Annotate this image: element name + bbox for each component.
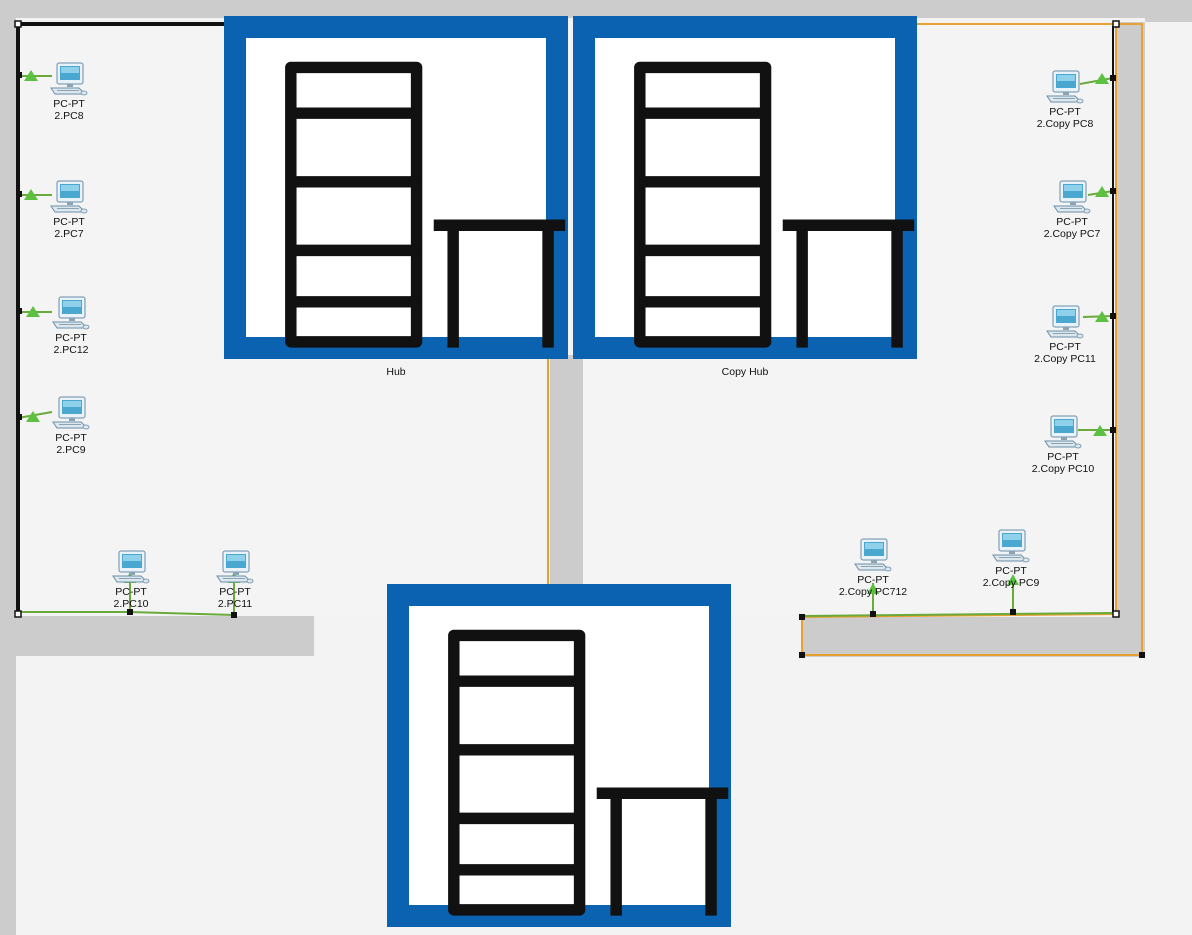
pc-icon <box>51 296 91 332</box>
device-type: PC-PT <box>53 216 85 228</box>
device-name: 2.Copy PC7 <box>1043 228 1101 240</box>
wall-right <box>1117 22 1145 657</box>
cable-endpoint <box>16 191 22 197</box>
device-type: PC-PT <box>53 98 85 110</box>
copy-hub-label: Copy Hub <box>721 366 769 378</box>
ethernet-link <box>801 612 1114 617</box>
hub-icon <box>573 16 917 359</box>
link-up-indicator <box>1095 311 1109 322</box>
hub-device-bottom[interactable] <box>387 584 731 927</box>
device-type: PC-PT <box>219 586 251 598</box>
pc-icon <box>1043 415 1083 451</box>
pc-icon <box>49 62 89 98</box>
wall-right-top <box>1145 0 1192 22</box>
corner-handle <box>1112 20 1120 28</box>
pc-icon <box>111 550 151 586</box>
device-type: PC-PT <box>55 332 87 344</box>
ethernet-link <box>1079 77 1114 85</box>
cable-endpoint <box>1110 313 1116 319</box>
device-name: 2.Copy PC11 <box>1034 353 1096 365</box>
device-name: 2.Copy PC10 <box>1031 463 1095 475</box>
device-name: 2.PC7 <box>54 228 84 240</box>
cable-endpoint <box>1110 427 1116 433</box>
pc-icon <box>215 550 255 586</box>
device-name: 2.PC11 <box>217 598 253 610</box>
corner-handle <box>14 20 22 28</box>
cable-endpoint <box>16 308 22 314</box>
device-type: PC-PT <box>115 586 147 598</box>
wall-right-bottom <box>802 617 1122 657</box>
link-up-indicator <box>1093 425 1107 436</box>
device-name: 2.PC9 <box>56 444 86 456</box>
corner-handle <box>1112 610 1120 618</box>
link-up-indicator <box>24 189 38 200</box>
cable-endpoint <box>1110 188 1116 194</box>
link-up-indicator <box>867 583 879 594</box>
wall-top <box>0 0 1192 18</box>
pc-icon <box>1045 305 1085 341</box>
device-type: PC-PT <box>55 432 87 444</box>
link-up-indicator <box>1007 574 1019 585</box>
copy-hub-device[interactable] <box>573 16 917 359</box>
wall-left <box>0 0 16 935</box>
cable-endpoint <box>799 614 805 620</box>
pc-icon <box>49 180 89 216</box>
cable-endpoint <box>1139 652 1145 658</box>
pc-icon <box>853 538 893 574</box>
cable-endpoint <box>16 72 22 78</box>
device-name: 2.Copy PC8 <box>1036 118 1094 130</box>
hub-label: Hub <box>386 366 406 378</box>
device-type: PC-PT <box>1049 341 1081 353</box>
pc-icon <box>991 529 1031 565</box>
device-name: 2.PC10 <box>113 598 149 610</box>
device-name: 2.PC8 <box>54 110 84 122</box>
wall-middle <box>550 355 583 587</box>
pc-icon <box>1052 180 1092 216</box>
pc-icon <box>1045 70 1085 106</box>
device-type: PC-PT <box>1056 216 1088 228</box>
cable-endpoint <box>1010 609 1016 615</box>
wall-left-bottom <box>16 616 314 656</box>
device-type: PC-PT <box>1047 451 1079 463</box>
pc-icon <box>51 396 91 432</box>
link-up-indicator <box>26 306 40 317</box>
hub-device[interactable] <box>224 16 568 359</box>
device-name: 2.Copy PC9 <box>982 577 1040 589</box>
hub-icon <box>387 584 731 927</box>
link-up-indicator <box>26 411 40 422</box>
device-name: 2.Copy PC712 <box>838 586 908 598</box>
device-type: PC-PT <box>857 574 889 586</box>
device-type: PC-PT <box>1049 106 1081 118</box>
corner-handle <box>14 610 22 618</box>
cable-endpoint <box>1110 75 1116 81</box>
cable-endpoint <box>231 612 237 618</box>
cable-endpoint <box>127 609 133 615</box>
link-up-indicator <box>24 70 38 81</box>
cable-endpoint <box>799 652 805 658</box>
device-type: PC-PT <box>995 565 1027 577</box>
hub-icon <box>224 16 568 359</box>
ethernet-link <box>18 611 235 616</box>
ethernet-link <box>1082 315 1114 318</box>
device-name: 2.PC12 <box>53 344 89 356</box>
cable-endpoint <box>16 414 22 420</box>
link-up-indicator <box>1095 186 1109 197</box>
cable-endpoint <box>870 611 876 617</box>
link-up-indicator <box>1095 73 1109 84</box>
